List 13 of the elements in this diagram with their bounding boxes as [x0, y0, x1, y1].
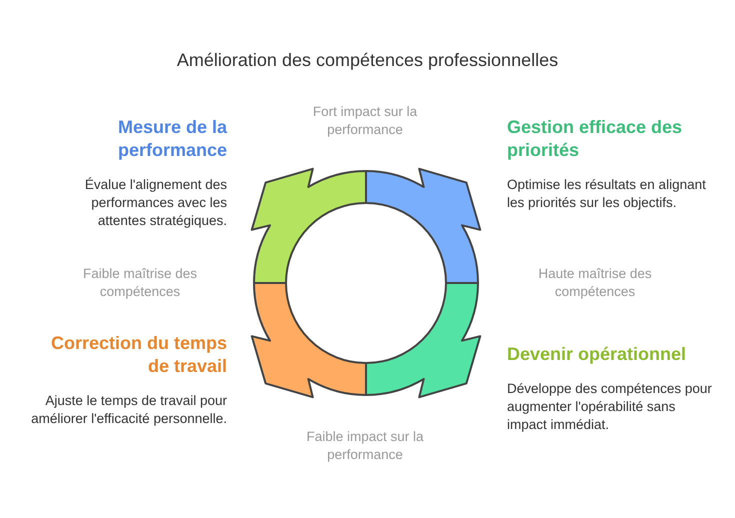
card-heading: Gestion efficace des priorités	[507, 116, 684, 162]
card-description: Développe des compétences pour augmenter l'opérabilité sans impact immédiat.	[507, 380, 713, 434]
card-heading: Devenir opérationnel	[507, 343, 688, 366]
axis-label: Faible maîtrise des compétences	[82, 265, 198, 301]
card-description: Évalue l'alignement des performances avec les attentes stratégiques.	[84, 176, 227, 230]
card-description: Optimise les résultats en alignant les priorités sur les objectifs.	[507, 176, 707, 212]
axis-label: Haute maîtrise des compétences	[537, 265, 653, 301]
card-heading: Correction du temps de travail	[50, 332, 227, 378]
card-heading: Mesure de la performance	[116, 116, 227, 162]
card-description: Ajuste le temps de travail pour améliorer l'efficacité personnelle.	[30, 392, 227, 428]
axis-label: Fort impact sur la performance	[312, 103, 418, 139]
diagram-title: Amélioration des compétences professionnelles	[176, 50, 560, 71]
axis-label: Faible impact sur la performance	[305, 428, 425, 464]
